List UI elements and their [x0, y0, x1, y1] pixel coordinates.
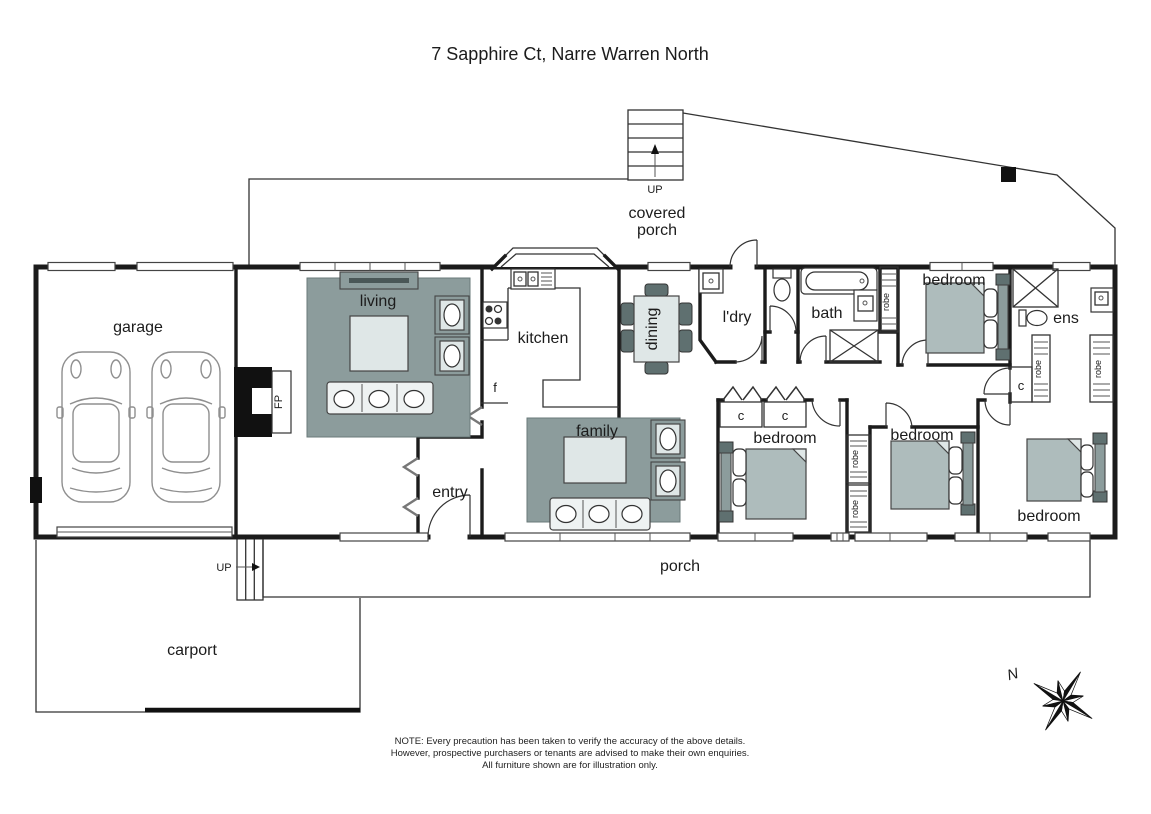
compass-icon — [1033, 671, 1093, 731]
laundry-label: l'dry — [723, 309, 752, 326]
robe-master — [879, 266, 899, 333]
robe-label: robe — [1033, 360, 1043, 378]
cupboard-label: c — [782, 408, 789, 423]
sofa-icon — [326, 381, 434, 415]
sink-icon — [510, 268, 556, 290]
bay-window — [494, 248, 616, 267]
family-furniture — [526, 417, 686, 531]
shower-icon — [829, 329, 879, 363]
dining-chair — [620, 302, 635, 326]
dining-set — [620, 283, 693, 375]
note-line-2: However, prospective purchasers or tenan… — [391, 748, 750, 759]
bedroom-label-master: bedroom — [922, 272, 985, 289]
bath-label: bath — [811, 305, 842, 322]
vanity-icon — [853, 289, 878, 322]
car-icon — [146, 351, 226, 503]
page-title: 7 Sapphire Ct, Narre Warren North — [431, 44, 708, 64]
dining-chair — [678, 302, 693, 326]
porch-label: porch — [660, 558, 700, 575]
dining-chair — [644, 361, 669, 375]
armchair-icon — [650, 419, 686, 459]
shower-icon — [1012, 268, 1059, 308]
bedroom-label-c: bedroom — [1017, 508, 1080, 525]
bed-master — [925, 273, 1011, 361]
cupboard-label: c — [1018, 378, 1025, 393]
toilet-icon — [1018, 309, 1048, 327]
robe-label: robe — [850, 500, 860, 518]
laundry-trough-icon — [698, 268, 724, 294]
doors — [427, 239, 1011, 538]
up-label-stairs: UP — [647, 184, 662, 196]
dining-chair — [620, 329, 635, 353]
family-label: family — [576, 423, 618, 440]
armchair-icon — [650, 461, 686, 501]
robe-mid-lower — [846, 484, 871, 533]
armchair-icon — [434, 295, 470, 335]
armchair-icon — [434, 336, 470, 376]
bed-b — [890, 431, 976, 516]
garage-label: garage — [113, 319, 163, 336]
up-label-carport: UP — [216, 562, 231, 574]
stairs-top-icon — [627, 109, 684, 181]
fridge-label: f — [493, 380, 497, 395]
dining-chair — [678, 329, 693, 353]
covered-porch-outline — [248, 112, 1116, 267]
fireplace-icon — [234, 367, 292, 437]
covered-porch-label-2: porch — [637, 222, 677, 239]
bedroom-label-b: bedroom — [890, 427, 953, 444]
cupboards — [719, 366, 1033, 428]
note-line-1: NOTE: Every precaution has been taken to… — [395, 736, 746, 747]
ensuite-label: ens — [1053, 310, 1079, 327]
toilet-icon — [772, 268, 792, 302]
coffee-table — [563, 436, 627, 484]
bed-a — [718, 441, 807, 523]
dining-chair — [644, 283, 669, 297]
sofa-icon — [549, 497, 651, 531]
coffee-table — [349, 315, 409, 372]
note-line-3: All furniture shown are for illustration… — [482, 760, 658, 771]
entry-label: entry — [432, 484, 468, 501]
dining-table — [633, 295, 680, 363]
living-furniture — [306, 271, 471, 438]
carport-label: carport — [167, 642, 217, 659]
robe-label: robe — [850, 450, 860, 468]
kitchen-bench — [481, 268, 619, 408]
robe-label: robe — [1093, 360, 1103, 378]
windows — [47, 247, 1091, 542]
dining-label: dining — [644, 308, 661, 351]
robe-ens-right — [1089, 334, 1114, 403]
robe-label: robe — [881, 293, 891, 311]
covered-porch-label-1: covered — [629, 205, 686, 222]
carport-outline — [35, 540, 361, 713]
kitchen-label: kitchen — [518, 330, 569, 347]
robe-mid-upper — [846, 434, 871, 484]
bed-c — [1026, 432, 1108, 503]
bathtub-icon — [800, 267, 878, 295]
bedroom-label-a: bedroom — [753, 430, 816, 447]
cooktop-icon — [482, 301, 508, 329]
stairs-carport-icon — [236, 537, 264, 601]
vanity-icon — [1090, 287, 1114, 313]
cupboard-label: c — [738, 408, 745, 423]
porch-post — [1001, 167, 1016, 182]
living-label: living — [360, 293, 396, 310]
car-icon — [56, 351, 136, 503]
fireplace-label: FP — [273, 395, 285, 409]
north-label: N — [1005, 665, 1020, 684]
